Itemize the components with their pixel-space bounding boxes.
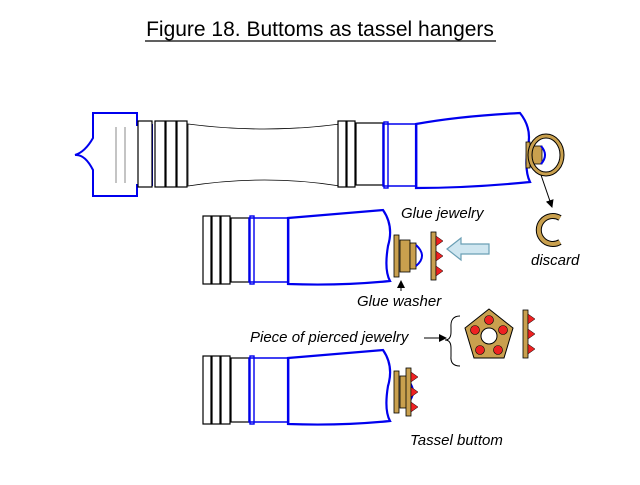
detail-brace [444,315,461,367]
top-assembly [74,111,565,197]
figure-title: Figure 18. Buttoms as tassel hangers [146,18,494,41]
label-glue-jewelry: Glue jewelry [401,205,485,222]
discard-arrow [540,174,554,208]
mid-collar [248,217,289,283]
label-glue-washer: Glue washer [357,293,442,310]
label-tassel-buttom: Tassel buttom [410,432,503,449]
top-ring-d [176,120,188,188]
middle-assembly [202,208,444,286]
bottom-jewelry [405,367,412,417]
label-discard: discard [531,252,580,269]
top-ring-g [355,122,384,186]
mid-washer [393,234,400,278]
top-tube [187,123,341,187]
glue-jewelry-arrow [446,236,490,262]
top-ring-a [137,120,153,188]
top-ring-b [154,120,166,188]
top-handle [414,111,532,190]
mid-handle [286,208,392,286]
bottom-handle [286,348,392,426]
label-pierced-jewelry: Piece of pierced jewelry [250,329,410,346]
top-ring-c [165,120,177,188]
top-ring-f [346,120,356,188]
pierced-jewelry-side [522,309,536,359]
bottom-assembly [202,348,419,426]
mid-jewelry-side [430,231,437,281]
top-ring-e [337,120,347,188]
mid-ring-a [202,215,212,285]
pierced-jewelry-front [464,308,514,359]
